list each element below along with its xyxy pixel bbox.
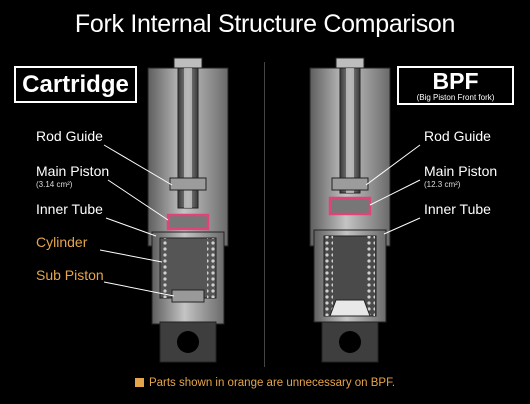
legend-text: Parts shown in orange are unnecessary on… — [148, 377, 396, 389]
bpf-heading-name: BPF — [432, 68, 479, 94]
leader-rod-guide-left — [103, 144, 173, 186]
diagram-title: Fork Internal Structure Comparison — [74, 10, 456, 38]
leader-lines — [99, 144, 421, 297]
leader-rod-guide-right — [365, 144, 421, 186]
label-rod-guide-right: Rod Guide — [424, 128, 491, 144]
label-inner-tube-left: Inner Tube — [36, 201, 103, 217]
bpf-heading-subtitle: (Big Piston Front fork) — [416, 93, 495, 102]
legend-orange-swatch — [134, 378, 144, 387]
label-main-piston-area-left: (3.14 cm²) — [36, 180, 73, 189]
label-cylinder-left: Cylinder — [36, 234, 88, 250]
center-divider — [264, 62, 265, 367]
label-main-piston-right: Main Piston — [424, 163, 498, 179]
label-main-piston-left: Main Piston — [36, 163, 110, 179]
label-main-piston-area-right: (12.3 cm²) — [424, 180, 461, 189]
leader-main-piston-right — [369, 179, 421, 206]
leader-sub-piston-left — [103, 281, 175, 297]
legend: Parts shown in orange are unnecessary on… — [0, 377, 530, 389]
leader-inner-tube-right — [383, 217, 421, 235]
leader-cylinder-left — [99, 249, 163, 263]
bpf-fork-illustration — [309, 57, 391, 363]
label-inner-tube-right: Inner Tube — [424, 201, 491, 217]
label-sub-piston-left: Sub Piston — [36, 267, 104, 283]
leader-main-piston-left — [107, 179, 169, 221]
cartridge-heading: Cartridge — [14, 66, 137, 103]
leader-inner-tube-left — [105, 217, 157, 237]
cartridge-fork-illustration — [147, 57, 229, 363]
label-rod-guide-left: Rod Guide — [36, 128, 103, 144]
bpf-heading: BPF (Big Piston Front fork) — [397, 66, 514, 105]
